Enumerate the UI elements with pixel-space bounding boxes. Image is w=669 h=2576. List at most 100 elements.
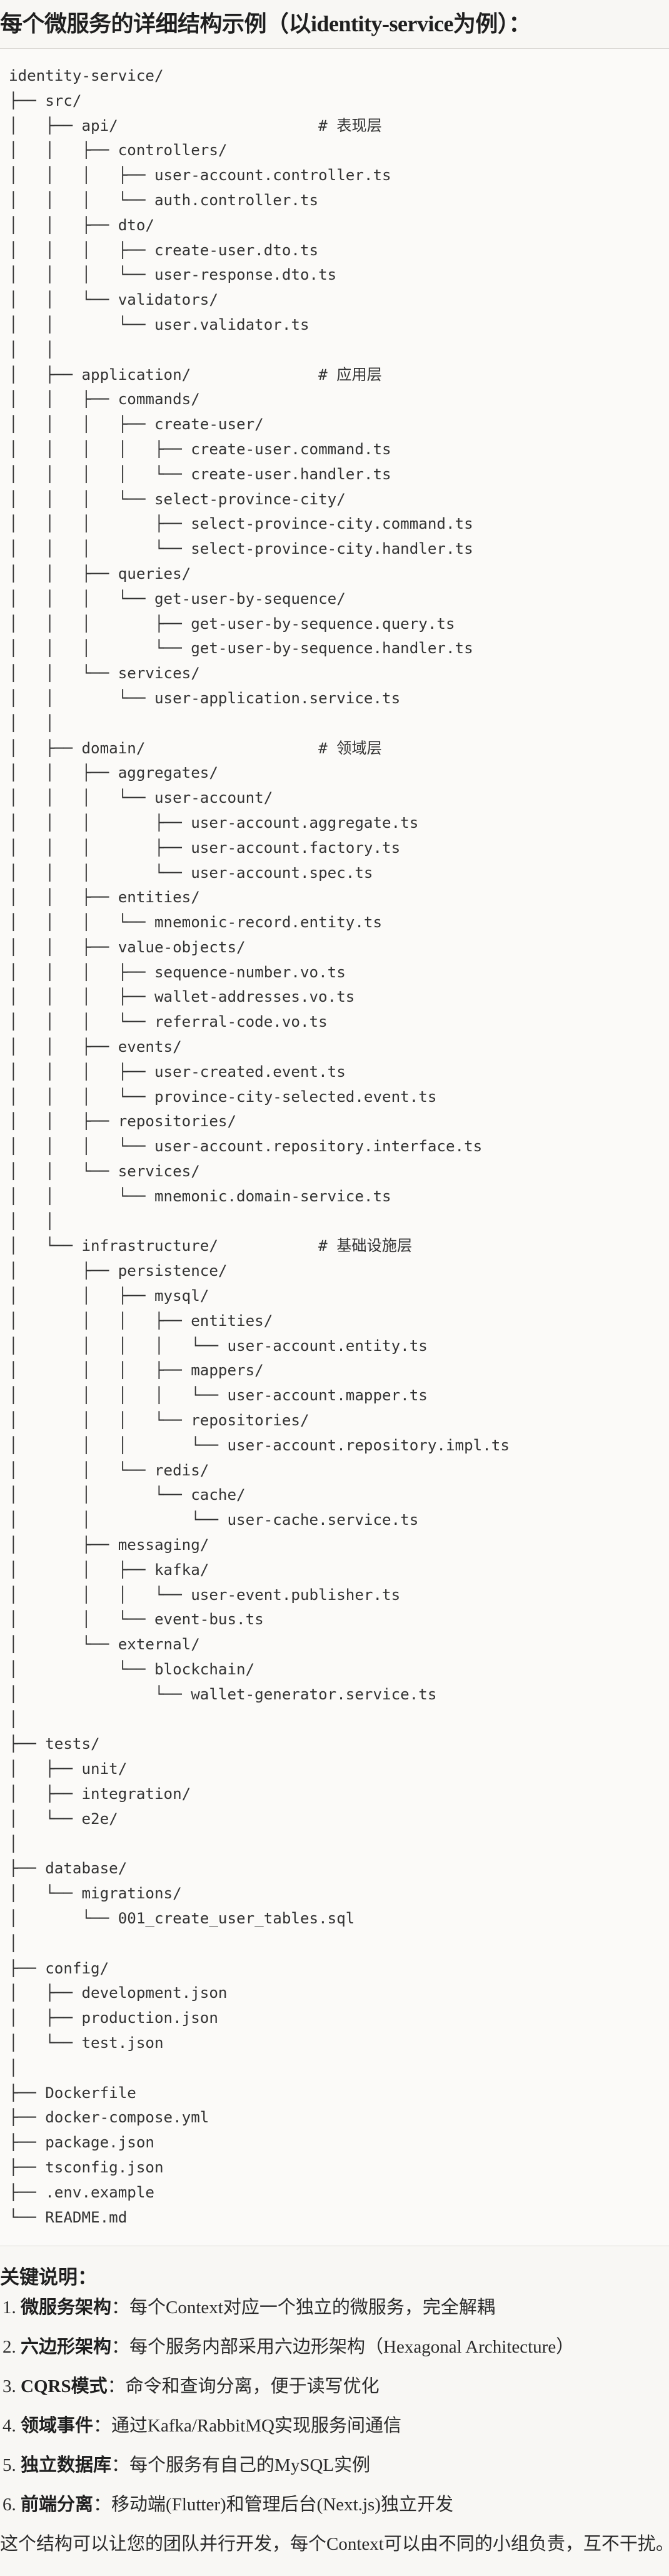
tree-entry: ├── tsconfig.json [9, 2158, 164, 2176]
tree-line: │ │ ├── value-objects/ [9, 935, 510, 960]
note-separator: ： [111, 2455, 130, 2475]
tree-entry: │ └── e2e/ [9, 1810, 118, 1828]
note-number: 5. [3, 2455, 21, 2475]
tree-line: │ │ │ ├── wallet-addresses.vo.ts [9, 985, 510, 1010]
tree-line: │ ├── messaging/ [9, 1533, 510, 1558]
tree-line: │ │ │ ├── user-account.factory.ts [9, 836, 510, 861]
tree-line: │ │ │ └── repositories/ [9, 1408, 510, 1433]
layer-comment: # 应用层 [318, 365, 382, 384]
tree-line: │ │ │ ├── entities/ [9, 1309, 510, 1334]
tree-entry: │ │ │ └── user-account.repository.interf… [9, 1138, 483, 1156]
tree-line: ├── docker-compose.yml [9, 2105, 510, 2131]
directory-tree: identity-service/ ├── src/ │ ├── api/ # 表现… [9, 64, 510, 2230]
note-item: 2. 六边形架构：每个服务内部采用六边形架构（Hexagonal Archite… [3, 2334, 669, 2374]
tree-line: │ [9, 2056, 510, 2081]
tree-entry: │ ├── production.json [9, 2009, 218, 2027]
tree-entry: ├── docker-compose.yml [9, 2109, 209, 2127]
tree-entry: │ │ ├── entities/ [9, 888, 200, 907]
tree-entry: │ │ ├── aggregates/ [9, 764, 218, 782]
tree-entry: │ └── external/ [9, 1636, 200, 1654]
tree-line: │ └── e2e/ [9, 1807, 510, 1832]
tree-line: │ │ ├── commands/ [9, 387, 510, 412]
tree-entry: │ │ └── services/ [9, 1163, 200, 1181]
tree-line: │ │ ├── controllers/ [9, 138, 510, 163]
tree-entry: │ │ │ ├── user-account.controller.ts [9, 166, 391, 185]
tree-entry: │ │ └── services/ [9, 664, 200, 683]
tree-entry: ├── config/ [9, 1959, 109, 1977]
tree-line: │ │ ├── repositories/ [9, 1109, 510, 1134]
tree-line: │ ├── persistence/ [9, 1259, 510, 1284]
tree-entry: ├── tests/ [9, 1735, 100, 1753]
tree-entry: │ │ │ └── auth.controller.ts [9, 191, 319, 209]
tree-line: │ │ │ └── user-account.repository.interf… [9, 1134, 510, 1159]
tree-line: │ │ │ │ └── user-account.mapper.ts [9, 1383, 510, 1408]
tree-line: │ │ └── mnemonic.domain-service.ts [9, 1184, 510, 1209]
note-number: 1. [3, 2298, 21, 2318]
notes-heading: 关键说明： [0, 2266, 97, 2288]
tree-entry: │ └── blockchain/ [9, 1661, 255, 1678]
tree-line: │ │ │ └── get-user-by-sequence.handler.t… [9, 636, 510, 661]
tree-line: │ │ │ └── user-response.dto.ts [9, 263, 510, 288]
tree-line: ├── database/ [9, 1856, 510, 1881]
tree-line: │ │ │ └── select-province-city.handler.t… [9, 537, 510, 562]
tree-entry: │ │ └── user-application.service.ts [9, 689, 401, 707]
tree-line: │ │ │ ├── create-user/ [9, 412, 510, 437]
tree-line: │ │ ├── queries/ [9, 562, 510, 587]
tree-entry: │ │ [9, 1212, 54, 1230]
note-item: 6. 前端分离：移动端(Flutter)和管理后台(Next.js)独立开发 [3, 2492, 669, 2532]
tree-line: │ ├── application/ # 应用层 [9, 363, 510, 388]
tree-line: │ │ [9, 1209, 510, 1235]
tree-line: │ │ │ └── province-city-selected.event.t… [9, 1085, 510, 1110]
tree-line: ├── config/ [9, 1957, 510, 1982]
tree-entry: │ ├── persistence/ [9, 1262, 228, 1280]
tree-line: │ │ ├── dto/ [9, 213, 510, 238]
note-separator: ： [107, 2376, 126, 2396]
note-number: 6. [3, 2495, 21, 2515]
tree-entry: │ ├── domain/ [9, 739, 319, 757]
tree-line: │ │ └── services/ [9, 661, 510, 686]
tree-line: │ │ │ ├── create-user.dto.ts [9, 238, 510, 263]
tree-entry: │ └── test.json [9, 2034, 164, 2052]
tree-line: │ │ └── event-bus.ts [9, 1607, 510, 1632]
tree-entry: │ └── infrastructure/ [9, 1237, 319, 1255]
tree-entry: │ │ │ └── get-user-by-sequence/ [9, 589, 346, 608]
tree-line: │ ├── api/ # 表现层 [9, 114, 510, 139]
tree-entry: │ ├── development.json [9, 1984, 228, 2002]
tree-line: │ ├── domain/ # 领域层 [9, 736, 510, 761]
tree-entry: ├── package.json [9, 2134, 154, 2152]
tree-entry: │ │ ├── queries/ [9, 564, 191, 583]
tree-entry: │ │ │ │ └── user-account.entity.ts [9, 1336, 428, 1355]
tree-entry: │ │ │ └── repositories/ [9, 1412, 309, 1430]
tree-line: │ ├── integration/ [9, 1782, 510, 1807]
tree-line: │ └── 001_create_user_tables.sql [9, 1907, 510, 1932]
note-separator: ： [93, 2416, 112, 2436]
tree-line: │ │ │ └── user-event.publisher.ts [9, 1583, 510, 1608]
tree-entry: │ └── 001_create_user_tables.sql [9, 1909, 355, 1927]
tree-line: │ │ │ └── mnemonic-record.entity.ts [9, 910, 510, 935]
tree-entry: │ [9, 1835, 18, 1853]
note-description: 每个服务有自己的MySQL实例 [129, 2455, 371, 2475]
tree-entry: │ │ [9, 714, 54, 732]
tree-line: │ ├── unit/ [9, 1757, 510, 1782]
tree-entry: │ │ └── event-bus.ts [9, 1611, 264, 1629]
tree-line: │ [9, 1708, 510, 1733]
tree-entry: ├── database/ [9, 1860, 128, 1878]
tree-entry: │ ├── unit/ [9, 1760, 128, 1778]
tree-entry: │ │ │ ├── user-account.aggregate.ts [9, 813, 419, 832]
tree-entry: │ │ │ └── mnemonic-record.entity.ts [9, 914, 383, 932]
tree-line: ├── .env.example [9, 2181, 510, 2206]
tree-entry: │ │ │ └── select-province-city.handler.t… [9, 540, 473, 558]
tree-entry: │ │ │ └── get-user-by-sequence.handler.t… [9, 639, 473, 658]
tree-line: │ │ │ ├── user-account.controller.ts [9, 163, 510, 188]
tree-line: │ │ │ └── referral-code.vo.ts [9, 1010, 510, 1035]
note-separator: ： [93, 2495, 112, 2515]
tree-entry: │ │ │ ├── mappers/ [9, 1362, 264, 1380]
tree-entry: ├── src/ [9, 91, 82, 109]
tree-line: │ │ └── user-application.service.ts [9, 686, 510, 711]
tree-line: │ ├── development.json [9, 1981, 510, 2006]
tree-entry: │ │ │ └── user-event.publisher.ts [9, 1586, 401, 1604]
tree-line: │ │ │ ├── user-account.aggregate.ts [9, 811, 510, 836]
tree-entry: identity-service/ [9, 67, 164, 84]
tree-line: │ │ [9, 338, 510, 363]
